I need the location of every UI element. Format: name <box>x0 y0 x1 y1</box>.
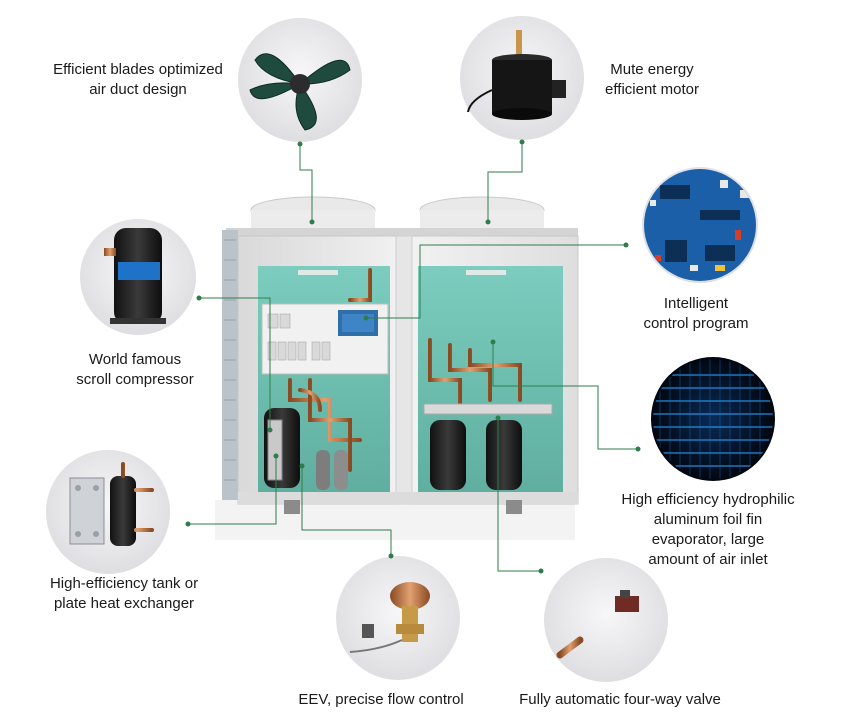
leader-motor <box>487 142 523 222</box>
outdoor-unit <box>215 196 579 540</box>
label-evaporator-line2: aluminum foil fin <box>653 511 763 528</box>
label-eev: EEV, precise flow control <box>284 690 478 710</box>
compressor-image <box>80 219 196 335</box>
leader-lines <box>188 142 638 572</box>
label-control-line2: control program <box>643 315 749 332</box>
label-evaporator-line4: amount of air inlet <box>648 551 768 568</box>
label-control: Intelligent control program <box>626 294 766 334</box>
leader-eev <box>301 466 392 556</box>
label-compressor: World famous scroll compressor <box>60 350 210 390</box>
leader-compressor <box>199 297 271 430</box>
label-control-line1: Intelligent <box>663 295 729 312</box>
control-board-image <box>642 167 758 283</box>
label-blades: Efficient blades optimized air duct desi… <box>38 60 238 100</box>
label-exchanger-line1: High-efficiency tank or <box>49 575 199 592</box>
label-motor-line1: Mute energy <box>610 61 694 78</box>
label-evaporator: High efficiency hydrophilic aluminum foi… <box>602 490 814 570</box>
heat-exchanger-image <box>46 450 170 574</box>
label-exchanger-line2: plate heat exchanger <box>53 595 195 612</box>
label-valve: Fully automatic four-way valve <box>498 690 742 710</box>
label-evaporator-line1: High efficiency hydrophilic <box>621 491 795 508</box>
label-blades-line2: air duct design <box>89 81 187 98</box>
evaporator-fin-image <box>651 357 775 481</box>
label-motor-line2: efficient motor <box>605 81 699 98</box>
leader-dots <box>185 139 641 574</box>
label-compressor-line2: scroll compressor <box>76 371 194 388</box>
leader-blades <box>299 144 313 222</box>
four-way-valve-image <box>544 558 668 682</box>
label-exchanger: High-efficiency tank or plate heat excha… <box>26 574 222 614</box>
label-evaporator-line3: evaporator, large <box>651 531 765 548</box>
eev-image <box>336 556 460 680</box>
label-eev-line1: EEV, precise flow control <box>298 691 464 708</box>
fan-blade-image <box>238 18 362 142</box>
motor-image <box>460 16 584 140</box>
label-blades-line1: Efficient blades optimized <box>53 61 223 78</box>
label-compressor-line1: World famous <box>88 351 182 368</box>
label-motor: Mute energy efficient motor <box>592 60 712 100</box>
label-valve-line1: Fully automatic four-way valve <box>519 691 721 708</box>
leader-valve <box>497 418 541 572</box>
leader-evaporator <box>492 342 638 450</box>
leader-exchanger <box>188 456 277 525</box>
leader-control <box>366 244 626 319</box>
